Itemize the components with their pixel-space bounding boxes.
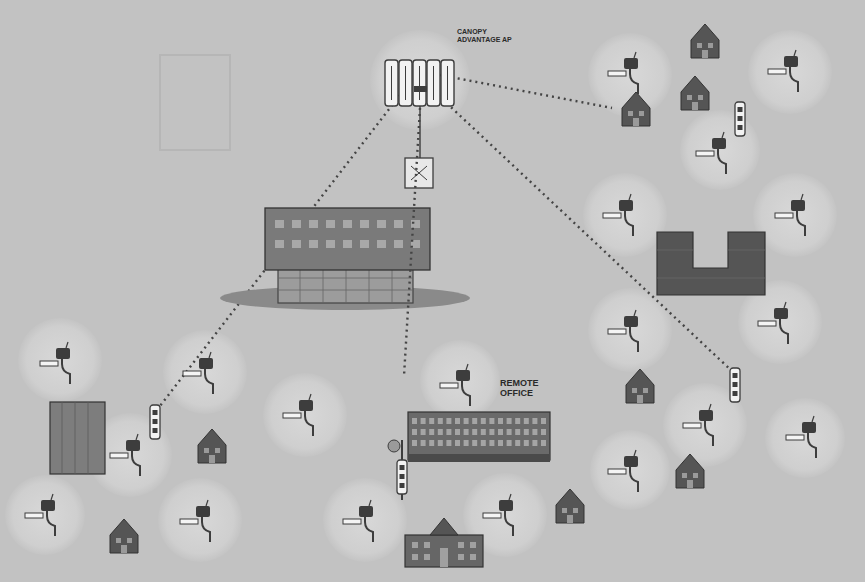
dotted-link	[404, 108, 420, 376]
node-label: REMOTE OFFICE	[500, 378, 558, 399]
remote-office: REMOTE OFFICE	[396, 376, 560, 466]
access-point: CANOPY ADVANTAGE AP	[383, 24, 533, 108]
node-label: CANOPY ADVANTAGE AP	[457, 28, 519, 44]
office-building-icon	[396, 376, 560, 466]
